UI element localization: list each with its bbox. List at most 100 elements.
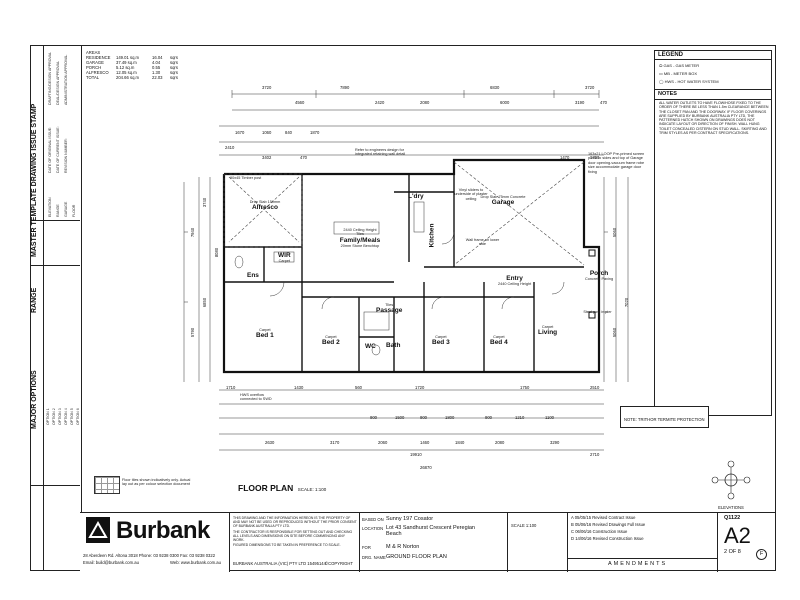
dim-top-2: 4560 [295,100,305,105]
dim-bottom-2: 900 [485,415,492,420]
option-row: OPTION 6 [76,408,80,425]
note-sliders: Vinyl sliders to underside of plaster ce… [454,188,488,201]
dim-bottom-2: 1800 [445,415,455,420]
legend-item: ▭ MB - METER BOX [659,71,698,76]
dim-top-5: 3402 [262,155,272,160]
revision-letter: F [756,549,767,560]
room-wir: WIR Carpet [278,252,291,263]
note-timber-post: 90x45 Timber post [230,176,262,180]
note-steel: Steel post in pier [583,310,612,314]
dim-left: 5790 [190,327,196,338]
option-row: OPTION 3 [58,408,62,425]
amendment-row: D 14/06/16 Revised Construction Issue [571,536,644,541]
logo-cell: Burbank 28 Aberdeen Rd. Altona 3018 Phon… [80,513,230,572]
dim-bottom-1: 1430 [294,385,304,390]
scale-cell: SCALE 1:100 [508,513,568,572]
title-block: Burbank 28 Aberdeen Rd. Altona 3018 Phon… [80,512,776,572]
room-bath: Bath [386,342,401,349]
dim-bottom-2: 1210 [515,415,525,420]
dim-top-2: 470 [600,100,607,105]
drg-name-value: GROUND FLOOR PLAN [386,554,447,560]
room-bed1: Carpet Bed 1 [256,328,274,340]
dim-top-4: 840 [285,130,292,135]
dim-bottom-1: 1710 [226,385,236,390]
dim-bottom-1: 560 [355,385,362,390]
legend-item: ◯ HWS - HOT WATER SYSTEM [659,79,719,84]
dim-top-1: 7890 [340,85,350,90]
option-row: OPTION 4 [64,408,68,425]
legend-box: LEGEND ⬭ GAS - GAS METER ▭ MB - METER BO… [654,50,772,416]
stamp-row: DATE OF CURRENT ISSUE: [56,126,60,173]
compass-icon [711,460,751,500]
stamp-row: REVISION NUMBER: [64,138,68,173]
burbank-logo-icon [86,517,110,543]
dim-bottom-3: 3290 [550,440,560,445]
room-bed2: Carpet Bed 2 [322,335,340,347]
room-living: Carpet Living [538,325,558,337]
company-address: 28 Aberdeen Rd. Altona 3018 Phone: 03 92… [83,553,216,558]
dim-top-4: 1060 [262,130,272,135]
range-row: GARAGE [64,201,68,217]
dim-bottom-2: 900 [420,415,427,420]
dim-overall: 26870 [420,465,432,470]
dim-bottom-3: 1840 [455,440,465,445]
stamp-val: DRAFTING/DESIGN APPROVAL [48,51,52,105]
dim-top-5: 470 [300,155,307,160]
amendment-row: B 05/06/16 Revised Drawings Full Issue [571,522,646,527]
sheet-of: 2 OF 8 [724,549,741,555]
range-label: RANGE [31,287,38,313]
drawing-sheet-border [30,45,776,571]
dim-top-1: 3720 [262,85,272,90]
dim-right: 5060 [612,227,618,238]
room-bed3: Carpet Bed 3 [432,335,450,347]
location-value: Lot 43 Sandhurst Crescent Peregian Beach [386,525,475,537]
room-laundry: L'dry [408,193,424,200]
sheet-number: A2 [724,523,751,548]
major-options-label: MAJOR OPTIONS [31,370,38,429]
dim-bottom-4: 2710 [590,452,600,457]
areas-heading: AREAS [86,50,101,55]
legend-item: ⬭ GAS - GAS METER [659,63,700,68]
option-row: OPTION 5 [70,408,74,425]
option-row: OPTION 1 [46,408,50,425]
dim-top-4: 1670 [235,130,245,135]
room-wc: WC [365,343,376,350]
range-row: FLOOR [72,204,76,217]
dim-top-2: 2420 [375,100,385,105]
stamp-val: ADMINISTRATION APPROVAL [64,54,68,105]
termite-note: NOTE: TRITHOR TERMITE PROTECTION [620,406,709,428]
dim-right: 7020 [624,297,630,308]
for-label: FOR [362,545,371,550]
notes-text: ALL WATER OUTLETS TO HAVE FLOW/HOSE FIXE… [659,101,769,136]
room-entry: Entry 2440 Ceiling Height [498,275,532,286]
dim-bottom-1: 1750 [520,385,530,390]
floor-tile-note: Floor tiles shown indicatively only. Act… [122,478,191,487]
dim-bottom-2: 1500 [395,415,405,420]
dim-bottom-3: 2630 [265,440,275,445]
elevations-label: ELEVATIONS [718,505,744,510]
stamp-val: DEAL/DESIGN APPROVAL [56,60,60,105]
dim-top-1: 3720 [585,85,595,90]
range-row: RANGE [56,204,60,217]
dim-bottom-3: 3170 [330,440,340,445]
dim-top-4: 1870 [310,130,320,135]
option-row: OPTION 2 [52,408,56,425]
dim-bottom-2: 1100 [545,415,555,420]
dim-left: 3740 [202,197,208,208]
dim-top-5: 1720 [590,155,600,160]
dim-top-2: 6000 [500,100,510,105]
disclaimer-1: THIS DRAWING AND THE INFORMATION HEREON … [233,516,357,528]
project-cell: BASED ON Sunny 197 Cosator LOCATION Lot … [360,513,508,572]
dim-bottom-3: 2060 [378,440,388,445]
dim-left: 8080 [214,247,220,258]
dim-bottom-1: 2510 [590,385,600,390]
note-wall-frame: Wall frame on lower side [465,238,500,247]
dim-left: 6850 [202,297,208,308]
dim-top-2: 2080 [420,100,430,105]
dim-right: 5060 [612,327,618,338]
dim-bottom-3: 2080 [495,440,505,445]
